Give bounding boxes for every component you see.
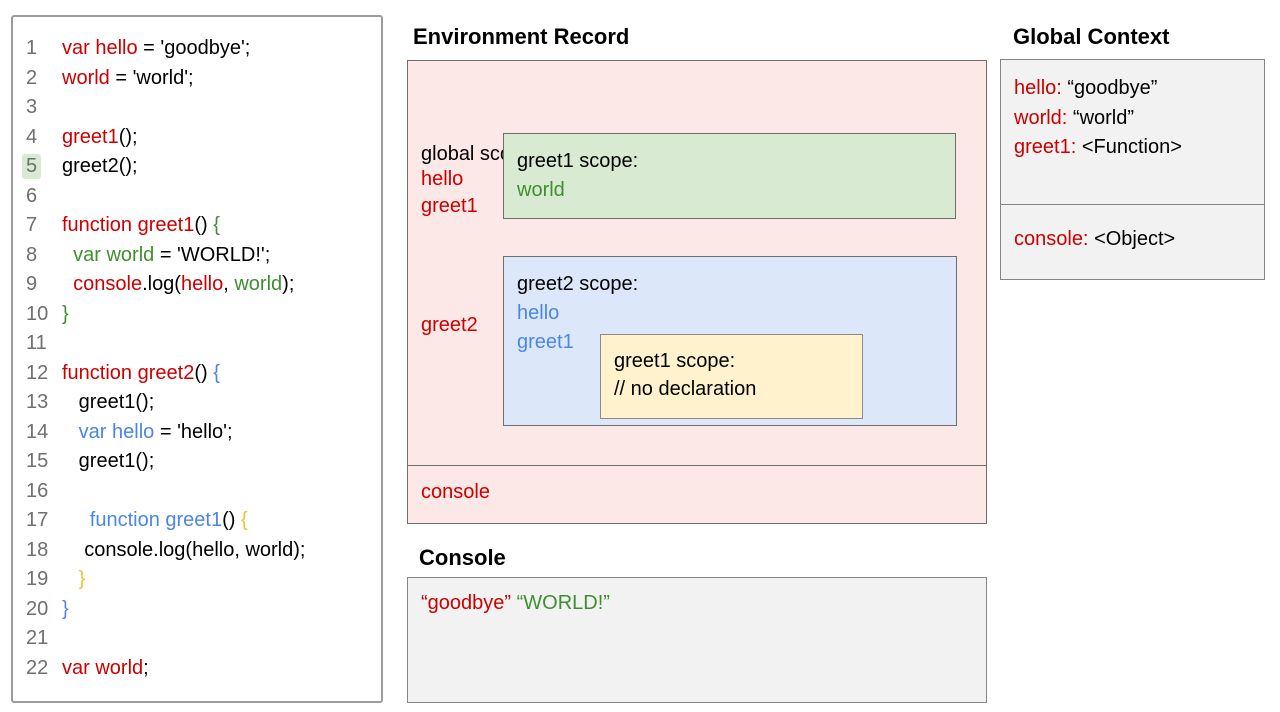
line-number: 1: [26, 37, 38, 60]
greet1-scope-label: greet1 scope:: [517, 150, 639, 172]
greet1-inner-scope-label: greet1 scope:: [614, 350, 736, 372]
code-text: console.log(hello, world);: [73, 273, 295, 296]
code-text: var world;: [62, 656, 149, 679]
code-line: 9 console.log(hello, world);: [13, 270, 381, 300]
line-number: 11: [26, 332, 47, 355]
code-line: 22 var world;: [13, 654, 381, 684]
code-line: 11: [13, 329, 381, 359]
line-number: 12: [26, 361, 49, 384]
variable-entry: hello: “goodbye”: [1014, 77, 1158, 99]
code-text: var world = 'WORLD!';: [73, 243, 271, 266]
line-number: 19: [26, 568, 49, 591]
console-output-line: “goodbye” “WORLD!”: [421, 592, 610, 614]
code-line: 10}: [13, 300, 381, 330]
code-line: 17 function greet1() {: [13, 506, 381, 536]
code-lines: 1 var hello = 'goodbye'; 2 world = 'world';…: [13, 34, 381, 683]
code-text: greet1();: [62, 125, 138, 148]
variable-entry: greet1: <Function>: [1014, 136, 1182, 158]
line-number: 21: [26, 627, 49, 650]
greet1-scope-entries: world: [517, 176, 955, 205]
code-line: 5 greet2();: [13, 152, 381, 182]
line-number: 3: [26, 96, 38, 119]
scope-entry: greet1: [517, 331, 574, 353]
line-number: 9: [26, 273, 38, 296]
line-number: 18: [26, 538, 49, 561]
line-number: 6: [26, 184, 38, 207]
code-text: var hello = 'goodbye';: [62, 37, 251, 60]
line-number: 7: [26, 214, 38, 237]
scope-entry: world: [517, 179, 565, 201]
environment-record-title: Environment Record: [413, 24, 630, 49]
greet1-inner-scope-entries: // no declaration: [614, 375, 862, 403]
greet1-scope-box: greet1 scope: world: [503, 133, 956, 219]
code-line: 13 greet1();: [13, 388, 381, 418]
code-text: var hello = 'hello';: [78, 420, 233, 443]
code-text: greet1();: [62, 391, 155, 414]
greet2-scope-label: greet2 scope:: [517, 273, 639, 295]
code-editor-panel: 1 var hello = 'goodbye'; 2 world = 'world';…: [11, 15, 383, 703]
current-line-highlight: 5: [22, 154, 42, 180]
console-output-box: “goodbye” “WORLD!”: [407, 577, 987, 703]
console-title: Console: [419, 545, 506, 570]
line-number: 20: [26, 597, 49, 620]
console-scope-box: console: [407, 465, 987, 524]
code-line: 7 function greet1() {: [13, 211, 381, 241]
code-text: }: [78, 568, 86, 591]
greet2-scope-entries: hello greet1: [517, 299, 956, 357]
scope-entry: hello: [517, 302, 560, 324]
line-number: 4: [26, 125, 38, 148]
global-scope-var-greet1: greet1: [421, 195, 478, 217]
code-line: 1 var hello = 'goodbye';: [13, 34, 381, 64]
line-number: 15: [26, 450, 49, 473]
global-context-title: Global Context: [1013, 24, 1170, 49]
code-line: 3: [13, 93, 381, 123]
code-line: 15 greet1();: [13, 447, 381, 477]
line-number: 13: [26, 391, 49, 414]
variable-entry: console: <Object>: [1014, 228, 1176, 250]
code-text: world = 'world';: [62, 66, 194, 89]
global-scope-box: global scope: hello greet1 greet2 world …: [407, 60, 987, 518]
code-text: greet2();: [62, 155, 138, 178]
code-text: function greet2() {: [62, 361, 220, 384]
code-line: 8 var world = 'WORLD!';: [13, 241, 381, 271]
global-scope-var-hello: hello: [421, 168, 464, 190]
scope-entry: // no declaration: [614, 378, 757, 400]
code-line: 19 }: [13, 565, 381, 595]
global-scope-var-greet2: greet2: [421, 314, 478, 336]
code-line: 21: [13, 624, 381, 654]
code-line: 12 function greet2() {: [13, 359, 381, 389]
code-line: 20}: [13, 595, 381, 625]
line-number: 10: [26, 302, 49, 325]
greet1-inner-scope-box: greet1 scope: // no declaration: [600, 334, 863, 419]
line-number: 17: [26, 509, 49, 532]
code-text: }: [62, 302, 69, 325]
code-line: 6: [13, 182, 381, 212]
variable-entry: world: “world”: [1014, 106, 1135, 129]
line-number: 16: [26, 479, 49, 502]
code-text: console.log(hello, world);: [62, 538, 306, 561]
code-text: function greet1() {: [89, 509, 248, 532]
global-context-variables-box: hello: “goodbye” world: “world” greet1: <F…: [1000, 59, 1265, 205]
line-number: 8: [26, 243, 38, 266]
line-number: 5: [22, 154, 62, 180]
code-text: }: [62, 597, 69, 620]
line-number: 22: [26, 656, 49, 679]
code-text: function greet1() {: [62, 214, 220, 237]
code-line: 16: [13, 477, 381, 507]
line-number: 14: [26, 420, 49, 443]
code-line: 2 world = 'world';: [13, 64, 381, 94]
code-line: 4 greet1();: [13, 123, 381, 153]
greet2-scope-box: greet2 scope: hello greet1 greet1 scope: …: [503, 256, 957, 426]
console-scope-entry: console: [421, 481, 490, 503]
code-text: greet1();: [62, 450, 155, 473]
code-line: 18 console.log(hello, world);: [13, 536, 381, 566]
global-context-console-box: console: <Object>: [1000, 204, 1265, 280]
line-number: 2: [26, 66, 38, 89]
code-line: 14 var hello = 'hello';: [13, 418, 381, 448]
